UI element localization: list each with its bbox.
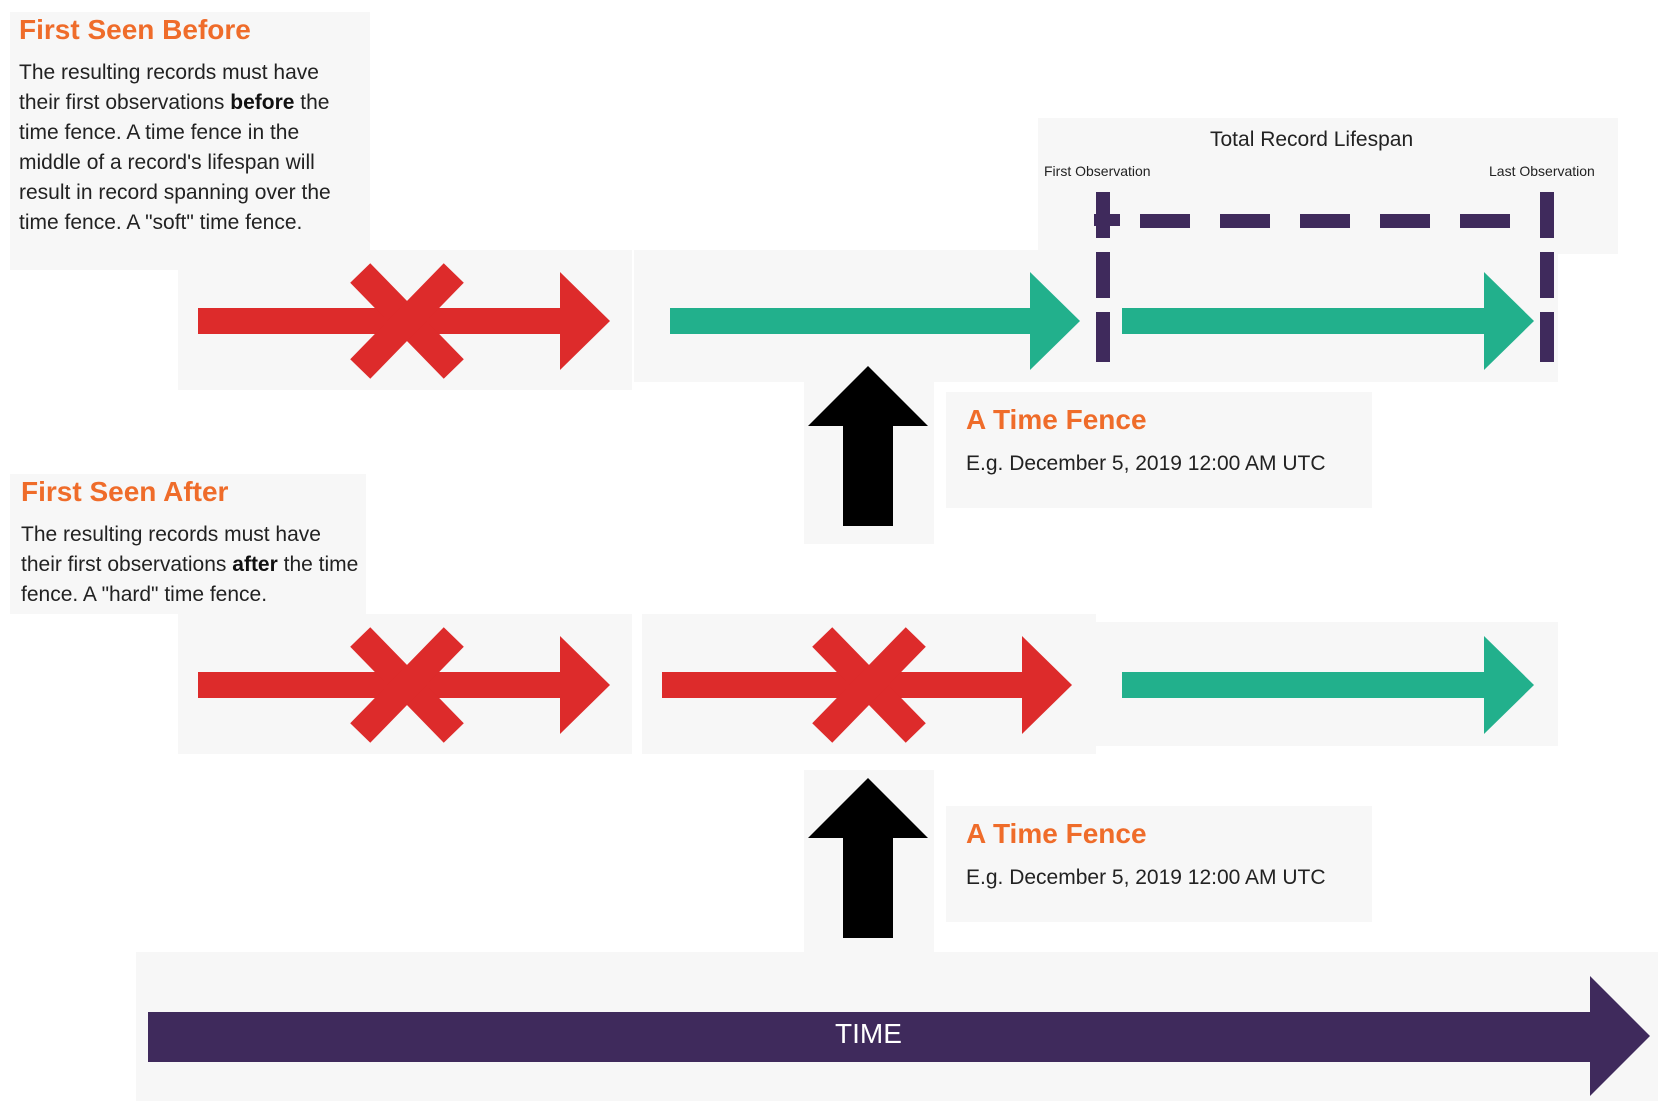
lifespan-panel [1038, 118, 1618, 254]
cross-x-icon [350, 263, 464, 379]
first-seen-after-description: The resulting records must have their fi… [21, 523, 359, 606]
last-observation-label: Last Observation [1489, 163, 1595, 179]
valid-record-arrow [1122, 636, 1534, 734]
time-fence-example: E.g. December 5, 2019 12:00 AM UTC [966, 452, 1326, 475]
lifespan-title: Total Record Lifespan [1210, 128, 1414, 151]
time-fence-label-2: A Time Fence E.g. December 5, 2019 12:00… [946, 806, 1372, 922]
first-seen-before-title: First Seen Before [19, 14, 251, 45]
time-fence-title: A Time Fence [966, 404, 1147, 435]
first-seen-after-box: First Seen After The resulting records m… [10, 474, 366, 614]
first-seen-before-description: The resulting records must have their fi… [19, 61, 331, 234]
time-fence-title: A Time Fence [966, 818, 1147, 849]
time-fence-arrow [808, 778, 928, 938]
first-seen-after-title: First Seen After [21, 476, 229, 507]
cross-x-icon [350, 627, 464, 743]
first-seen-before-box: First Seen Before The resulting records … [10, 12, 370, 270]
time-fence-label-1: A Time Fence E.g. December 5, 2019 12:00… [946, 392, 1372, 508]
time-axis-arrow [148, 976, 1650, 1096]
cross-x-icon [812, 627, 926, 743]
first-observation-marker [1096, 192, 1110, 362]
time-fence-arrow [808, 366, 928, 526]
first-observation-label: First Observation [1044, 163, 1151, 179]
time-fence-example: E.g. December 5, 2019 12:00 AM UTC [966, 866, 1326, 889]
time-axis-label: TIME [835, 1018, 902, 1049]
valid-record-arrow [670, 272, 1080, 370]
last-observation-marker [1540, 192, 1554, 362]
lifespan-dashed-line [1094, 214, 1510, 228]
valid-record-arrow [1122, 272, 1534, 370]
